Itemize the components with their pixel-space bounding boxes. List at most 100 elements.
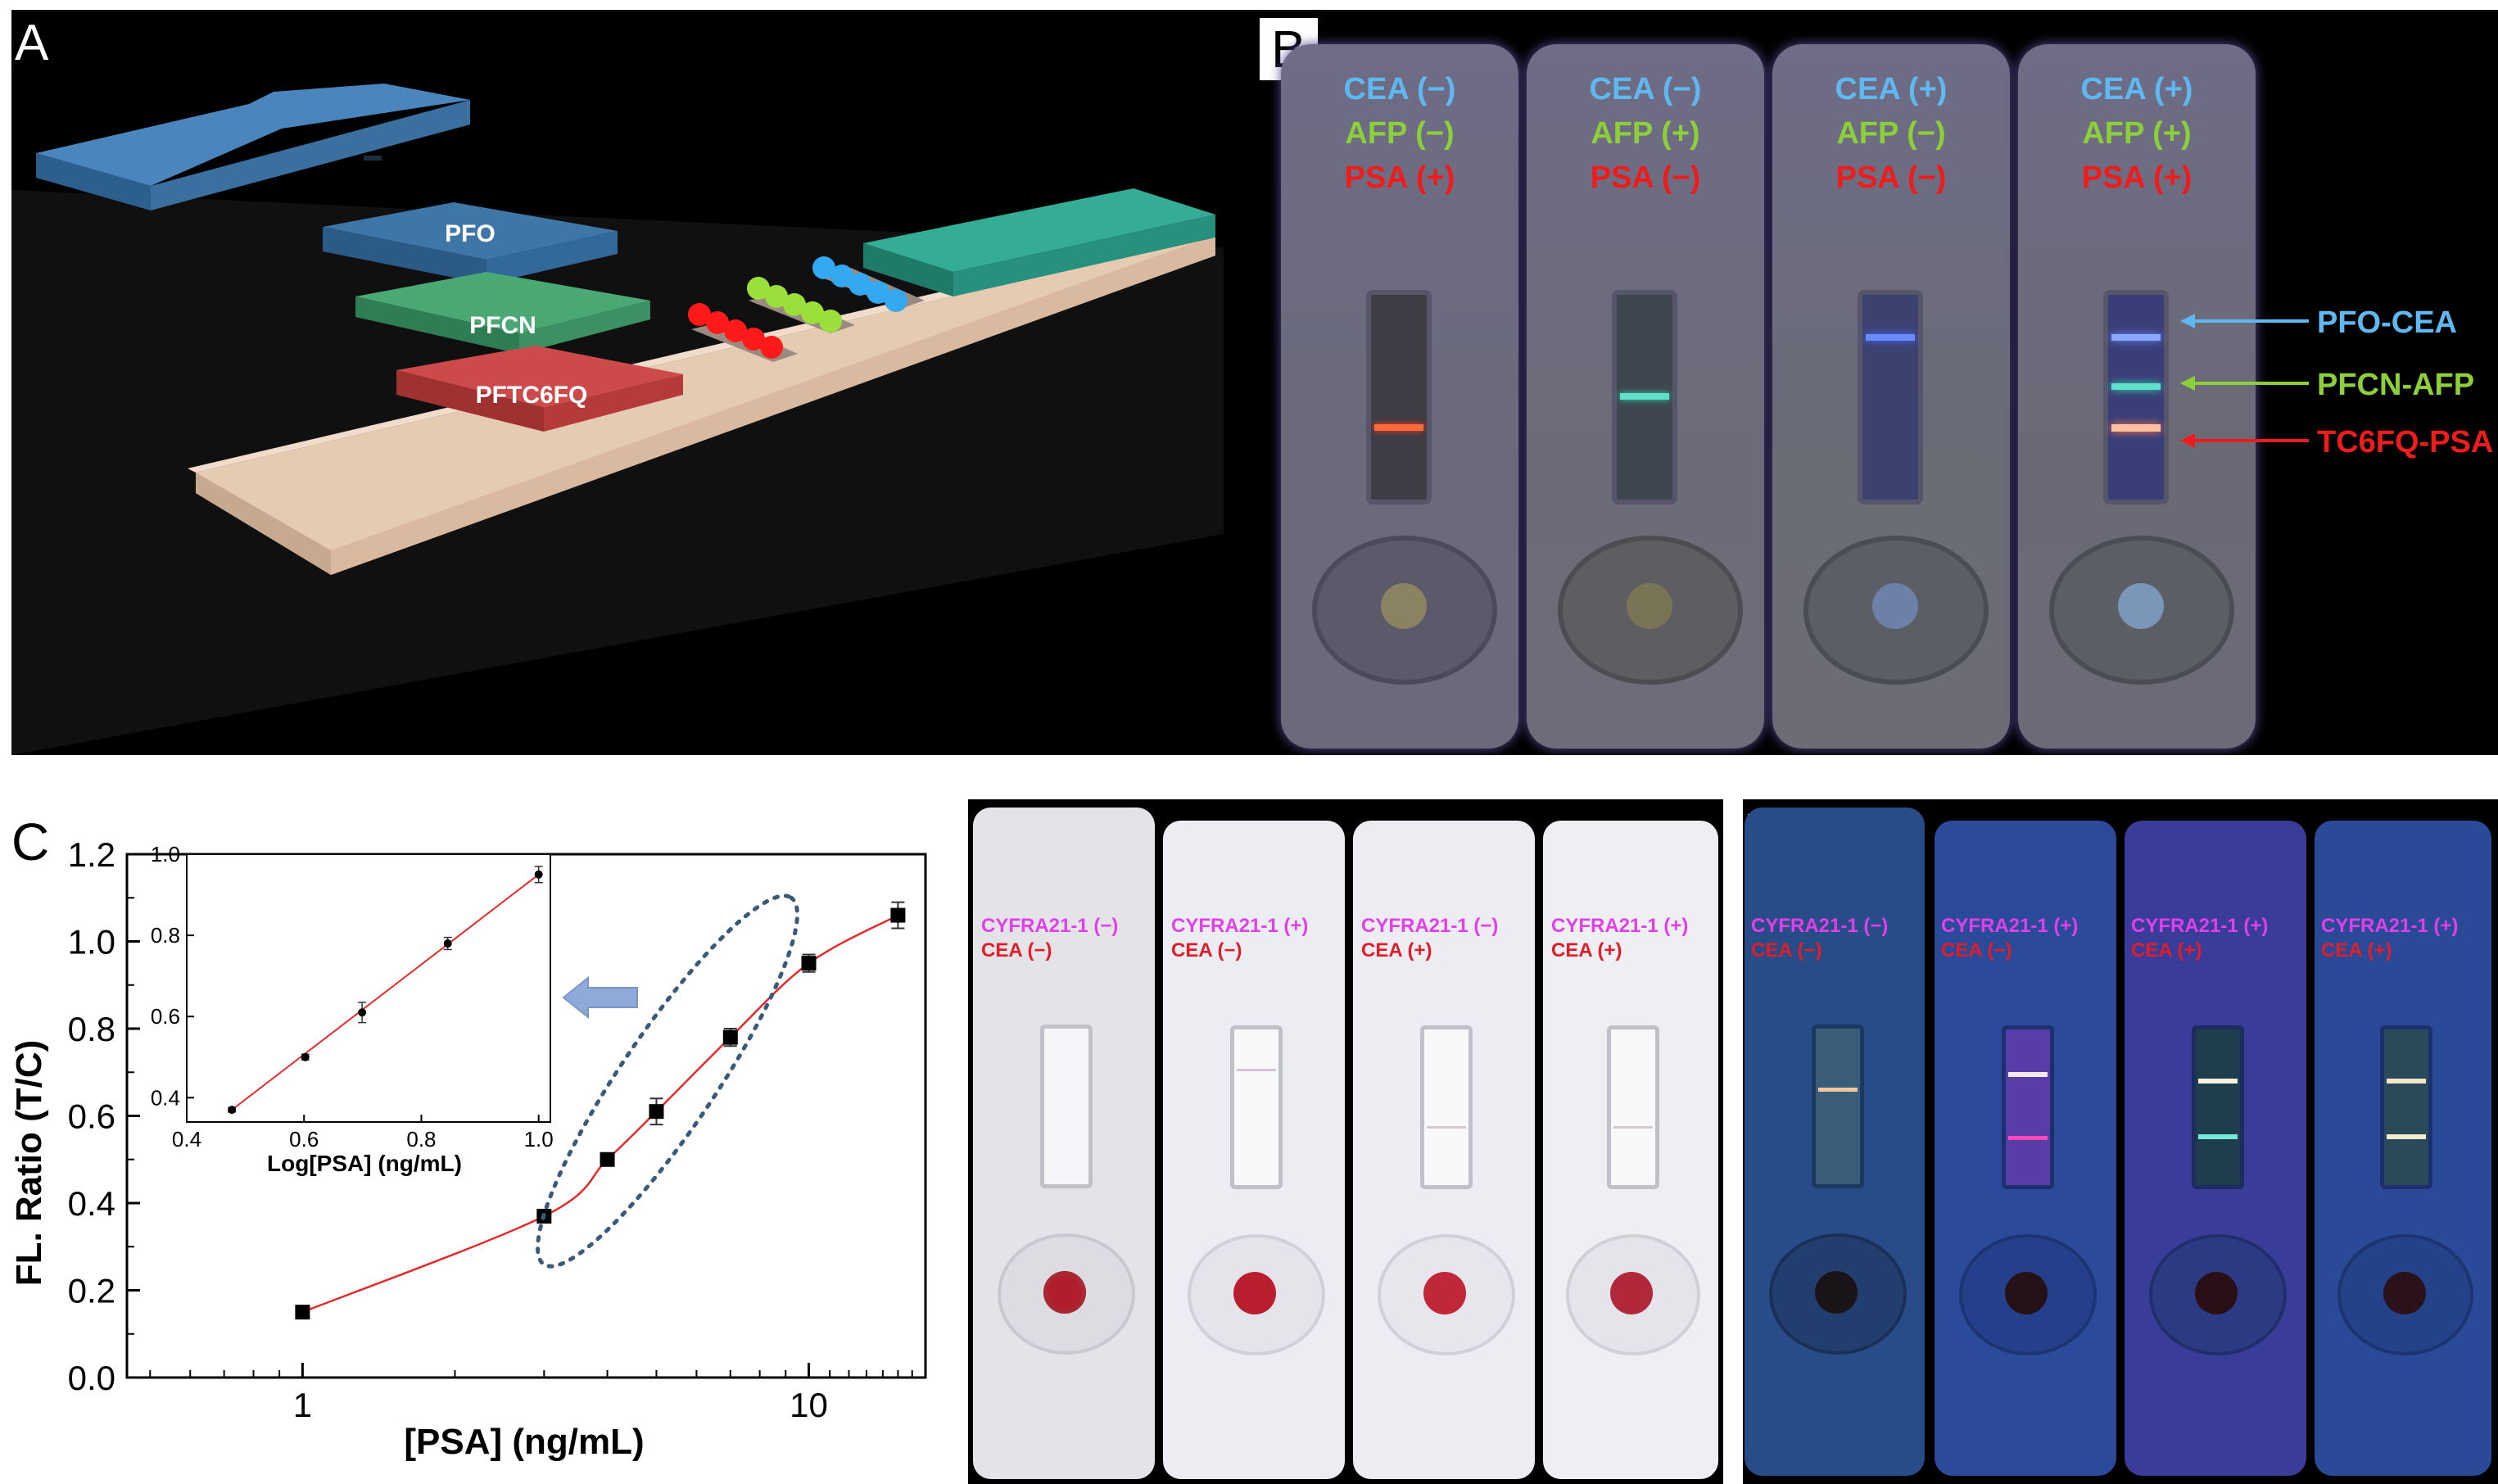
result-window xyxy=(2192,1025,2244,1189)
y-axis-label: FL. Ratio (T/C) xyxy=(9,1040,49,1287)
cassette-e-3: CYFRA21-1 (+) CEA (+) xyxy=(2125,821,2306,1476)
cea-label: CEA (+) xyxy=(2080,72,2193,106)
test-line-red xyxy=(688,303,798,362)
inset-y-tick-label: 1.0 xyxy=(151,842,180,866)
result-window xyxy=(2002,1025,2054,1189)
annotation-pfcn-afp: PFCN-AFP xyxy=(2317,368,2474,402)
data-point xyxy=(649,1104,664,1120)
cassette-d-3: CYFRA21-1 (−) CEA (+) xyxy=(1353,821,1535,1479)
cyfra-label: CYFRA21-1 (+) xyxy=(2131,915,2269,937)
sample-well xyxy=(998,1233,1135,1355)
data-point xyxy=(295,1305,310,1320)
afp-label: AFP (+) xyxy=(2082,116,2192,151)
x-tick-label: 10 xyxy=(790,1386,828,1424)
lateral-flow-schematic: PFO PFCN PFTC6FQ xyxy=(11,84,1224,755)
psa-band xyxy=(2111,424,2161,432)
sample-well xyxy=(1378,1234,1515,1355)
result-window xyxy=(1812,1025,1864,1188)
y-tick-label: 0.8 xyxy=(68,1010,115,1048)
sample-well xyxy=(1803,536,1989,685)
psa-band xyxy=(1374,424,1423,431)
inset-data-point xyxy=(301,1052,310,1061)
result-window xyxy=(1607,1025,1659,1189)
y-tick-label: 1.0 xyxy=(68,923,115,961)
result-window xyxy=(1230,1025,1283,1189)
cea-label: CEA (+) xyxy=(2321,939,2392,961)
layer-pftc6fq: PFTC6FQ xyxy=(396,346,683,432)
sample-well xyxy=(1959,1234,2097,1355)
cassette-d-2: CYFRA21-1 (+) CEA (−) xyxy=(1163,821,1345,1479)
result-window xyxy=(1040,1025,1093,1188)
cassette-b-3: CEA (+) AFP (−) PSA (−) xyxy=(1772,44,2010,749)
cea-label: CEA (+) xyxy=(1361,939,1432,961)
data-point xyxy=(890,907,906,923)
layer-label-pftc6fq: PFTC6FQ xyxy=(476,382,588,409)
y-tick-label: 0.0 xyxy=(68,1359,115,1397)
psa-label: PSA (+) xyxy=(2081,161,2193,195)
inset-frame xyxy=(186,853,551,1123)
cea-label: CEA (−) xyxy=(1171,939,1242,961)
calibration-chart: 0.0 0.2 0.4 0.6 0.8 1.0 1.2 1 10 [PSA] (ng/mL) F… xyxy=(9,835,927,1462)
cassette-b-1: CEA (−) AFP (−) PSA (+) xyxy=(1281,44,1518,749)
x-tick-label: 1 xyxy=(293,1386,312,1424)
result-window xyxy=(2103,290,2169,504)
inset-x-axis-label: Log[PSA] (ng/mL) xyxy=(267,1151,462,1176)
inset-data-point xyxy=(358,1008,367,1017)
layer-pfcn: PFCN xyxy=(355,272,650,354)
y-tick-label: 0.6 xyxy=(68,1097,115,1136)
layer-pfo: PFO xyxy=(323,202,618,284)
cassette-d-1: CYFRA21-1 (−) CEA (−) xyxy=(973,808,1155,1479)
inset-y-tick-label: 0.4 xyxy=(151,1085,180,1110)
panel-b: B CEA (−) AFP (−) PSA (+) CEA (−) AFP (+… xyxy=(1248,10,2498,755)
cea-label: CEA (+) xyxy=(1835,72,1948,106)
afp-band xyxy=(2111,383,2161,390)
inset-y-tick-label: 0.6 xyxy=(151,1004,180,1029)
cea-label: CEA (−) xyxy=(1343,72,1456,106)
x-axis-label: [PSA] (ng/mL) xyxy=(404,1422,644,1462)
inset-x-tick-label: 0.6 xyxy=(289,1127,319,1151)
psa-label: PSA (−) xyxy=(1835,161,1947,195)
result-window xyxy=(1420,1025,1473,1189)
inset-x-tick-label: 0.4 xyxy=(172,1127,201,1151)
cea-band xyxy=(1866,334,1915,341)
y-tick-label: 0.4 xyxy=(68,1184,115,1223)
sample-well xyxy=(2049,536,2234,685)
data-point xyxy=(722,1029,738,1045)
panel-label-c: C xyxy=(11,812,50,871)
sample-well xyxy=(1769,1233,1907,1355)
inset-fit-line xyxy=(231,873,540,1111)
panel-c: C 0.0 0.2 0.4 0.6 0.8 1.0 1.2 1 10 [PSA] (ng/mL)… xyxy=(0,770,966,1484)
cyfra-label: CYFRA21-1 (+) xyxy=(1941,915,2079,937)
panel-d: D CYFRA21-1 (−) CEA (−) CYFRA21-1 (+) CE… xyxy=(968,799,1723,1484)
cea-label: CEA (−) xyxy=(1589,72,1702,106)
cea-label: CEA (+) xyxy=(1551,939,1622,961)
cea-band xyxy=(2111,334,2161,341)
y-tick-label: 0.2 xyxy=(68,1272,115,1310)
cassette-d-4: CYFRA21-1 (+) CEA (+) xyxy=(1543,821,1718,1479)
afp-label: AFP (−) xyxy=(1345,116,1455,151)
cyfra-label: CYFRA21-1 (−) xyxy=(1361,915,1499,937)
afp-label: AFP (+) xyxy=(1591,116,1700,151)
sample-well xyxy=(2337,1234,2473,1355)
annotation-tc6fq-psa: TC6FQ-PSA xyxy=(2317,425,2493,459)
result-window xyxy=(2380,1025,2432,1189)
data-point xyxy=(600,1151,615,1167)
inset-data-point xyxy=(534,870,543,879)
cea-label: CEA (−) xyxy=(981,939,1052,961)
y-tick-label: 1.2 xyxy=(68,835,115,874)
inset-x-tick-label: 0.8 xyxy=(406,1127,436,1151)
inset-arrow-icon xyxy=(562,975,638,1020)
panel-label-a: A xyxy=(15,15,49,71)
sample-well xyxy=(2149,1234,2287,1355)
psa-label: PSA (−) xyxy=(1590,161,1701,195)
afp-band xyxy=(1620,393,1669,400)
linear-range-ellipse xyxy=(536,894,799,1269)
cyfra-label: CYFRA21-1 (+) xyxy=(1551,915,1689,937)
sample-pad xyxy=(36,84,470,210)
panel-e: E CYFRA21-1 (−) CEA (−) CYFRA21-1 (+) CE… xyxy=(1743,799,2498,1484)
result-window xyxy=(1366,290,1432,504)
sample-well xyxy=(1312,536,1497,685)
inset-data-point xyxy=(228,1106,237,1115)
cassette-e-1: CYFRA21-1 (−) CEA (−) xyxy=(1745,808,1925,1476)
inset-data-point xyxy=(443,939,452,948)
